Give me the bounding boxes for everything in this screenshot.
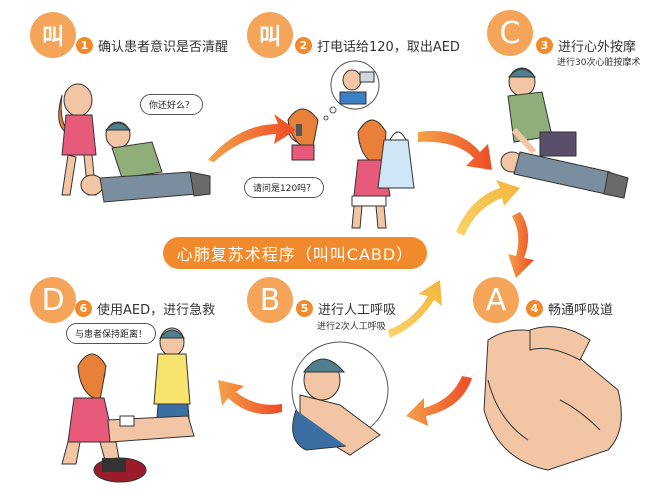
step5-subtext: 进行2次人工呼吸 xyxy=(317,322,386,332)
speech-bubble-call: 请问是120吗？ xyxy=(244,177,325,198)
step6-badge: D xyxy=(30,277,76,323)
scene-chest-compressions xyxy=(500,67,629,199)
step3-badge: C xyxy=(487,10,533,56)
step4-badge: A xyxy=(473,277,519,323)
step1-number: 1 xyxy=(76,37,93,54)
step1-badge: 叫 xyxy=(30,12,76,58)
step2-number: 2 xyxy=(295,37,312,54)
step5-text: 进行人工呼吸 xyxy=(318,303,397,318)
speech-bubble-distance: 与患者保持距离！ xyxy=(66,323,157,344)
speech-bubble-ask: 你还好么？ xyxy=(140,94,204,115)
scene-rescue-breathing xyxy=(291,341,389,456)
step5-number: 5 xyxy=(296,300,313,317)
step3-subtext: 进行30次心脏按摩术 xyxy=(557,58,641,68)
page-title: 心肺复苏术程序（叫叫CABD） xyxy=(163,237,427,269)
step2-text: 打电话给120，取出AED xyxy=(317,40,460,55)
step5-badge: B xyxy=(247,277,293,323)
step6-number: 6 xyxy=(75,300,92,317)
step2-badge: 叫 xyxy=(247,12,293,58)
scene-check-consciousness xyxy=(58,83,211,203)
scene-open-airway xyxy=(483,326,622,471)
scene-use-aed xyxy=(61,327,195,483)
step6-label: 6 使用AED，进行急救 xyxy=(75,299,215,318)
step1-label: 1 确认患者意识是否清醒 xyxy=(76,36,228,55)
step4-text: 畅通呼吸道 xyxy=(548,303,614,318)
step3-number: 3 xyxy=(536,37,553,54)
flow-arrows xyxy=(208,114,534,426)
step4-number: 4 xyxy=(526,300,543,317)
step3-text: 进行心外按摩 xyxy=(558,40,637,55)
step5-label: 5 进行人工呼吸 xyxy=(296,299,396,318)
step1-text: 确认患者意识是否清醒 xyxy=(98,40,229,55)
scene-call-120 xyxy=(287,60,415,229)
step4-label: 4 畅通呼吸道 xyxy=(526,299,613,318)
step2-label: 2 打电话给120，取出AED xyxy=(295,36,460,55)
step6-text: 使用AED，进行急救 xyxy=(97,303,216,318)
step3-label: 3 进行心外按摩 xyxy=(536,36,636,55)
